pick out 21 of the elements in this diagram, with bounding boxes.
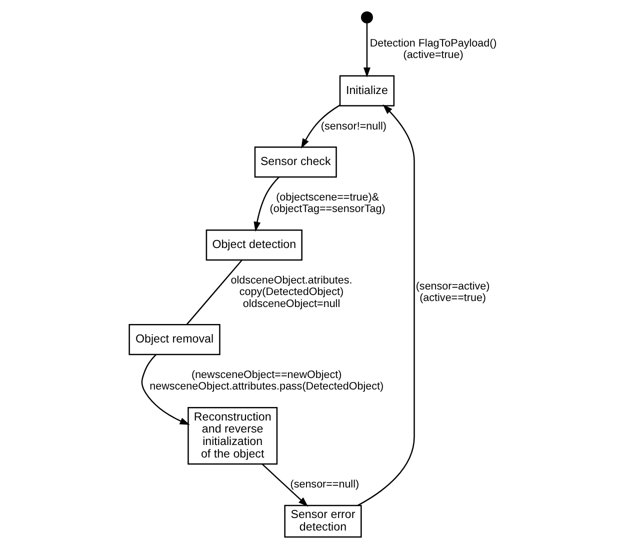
node-box: Object detection [206, 230, 302, 261]
arrow [357, 104, 415, 506]
edge-label: (objectscene==true)& (objectTag==sensorTag) [270, 192, 386, 216]
arrow [301, 104, 340, 149]
edge-label: (sensor=active) (active==true) [416, 280, 490, 304]
edge-label: oldsceneObject.atributes. copy(DetectedObject) oldsceneObject=null [230, 274, 352, 310]
node-box: Object removal [128, 324, 220, 356]
edge-label: (newsceneObject==newObject) newsceneObject.attributes.pass(DetectedObject) [150, 369, 384, 393]
arrow [363, 22, 370, 78]
edge-label: (sensor!=null) [320, 120, 386, 132]
node-box: Initialize [339, 75, 395, 106]
node-box: Sensor error detection [284, 504, 362, 538]
node-box: Reconstruction and reverse initialization of the object [188, 407, 278, 465]
node-box: Sensor check [254, 146, 337, 178]
arrow [262, 464, 308, 507]
node-circle [360, 11, 373, 24]
arrow [254, 176, 280, 232]
edge-label: Detection FlagToPayload() (active=true) [370, 37, 497, 61]
edge-label: (sensor==null) [290, 478, 360, 491]
connector [186, 260, 243, 325]
arrow [141, 354, 190, 425]
